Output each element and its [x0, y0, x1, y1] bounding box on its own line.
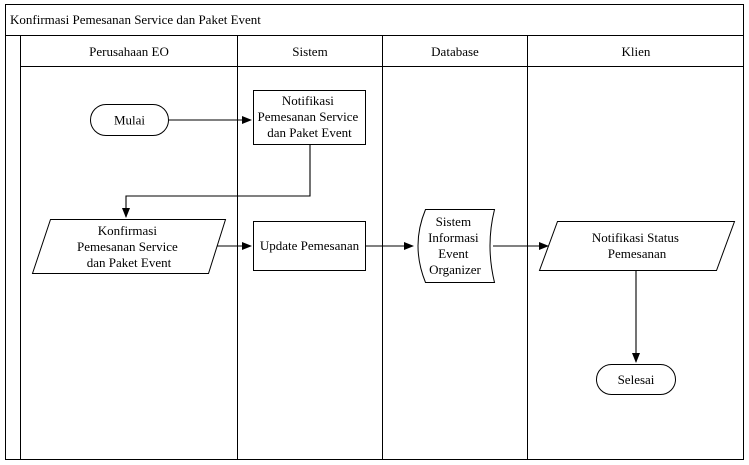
database-line-2: Informasi [428, 230, 479, 245]
end-terminator: Selesai [596, 364, 676, 395]
konfirmasi-line-1: Konfirmasi [98, 223, 158, 238]
start-label: Mulai [114, 113, 145, 128]
notif-status-line-1: Notifikasi Status [592, 230, 679, 245]
lane-header-sistem: Sistem [292, 44, 327, 59]
update-label: Update Pemesanan [260, 238, 360, 253]
lane-header-perusahaan-eo: Perusahaan EO [89, 44, 169, 59]
notifikasi-line-1: Notifikasi [282, 93, 334, 108]
svg-text:Konfirmasi Pemesanan Ser: Konfirmasi Pemesanan Service dan Paket E… [77, 223, 181, 270]
lane-header-database: Database [431, 44, 479, 59]
konfirmasi-line-3: dan Paket Event [87, 255, 172, 270]
svg-text:Notifikasi Pemesanan Ser: Notifikasi Pemesanan Service dan Paket E… [258, 93, 362, 140]
start-terminator: Mulai [90, 104, 169, 136]
database-line-4: Organizer [429, 262, 481, 277]
konfirmasi-line-2: Pemesanan Service [77, 239, 178, 254]
connector-notifikasi-to-konfirmasi [122, 144, 311, 218]
notif-status-line-2: Pemesanan [608, 246, 667, 261]
svg-text:Sistem Informasi E: Sistem Informasi Event Organizer [428, 214, 482, 277]
end-label: Selesai [618, 372, 655, 387]
notifikasi-line-2: Pemesanan Service [258, 109, 359, 124]
update-process: Update Pemesanan [253, 221, 366, 271]
database-line-3: Event [438, 246, 469, 261]
notifikasi-process: Notifikasi Pemesanan Service dan Paket E… [253, 90, 366, 145]
notifikasi-line-3: dan Paket Event [267, 125, 352, 140]
database-line-1: Sistem [436, 214, 471, 229]
lane-header-klien: Klien [622, 44, 651, 59]
diagram-frame [5, 4, 744, 460]
diagram-title: Konfirmasi Pemesanan Service dan Paket E… [10, 12, 261, 27]
konfirmasi-data: Konfirmasi Pemesanan Service dan Paket E… [31, 219, 227, 274]
svg-text:Notifikasi Status Pemesa: Notifikasi Status Pemesanan [592, 230, 682, 261]
notif-status-data: Notifikasi Status Pemesanan [538, 221, 736, 271]
database-stored-data: Sistem Informasi Event Organizer [417, 209, 496, 283]
